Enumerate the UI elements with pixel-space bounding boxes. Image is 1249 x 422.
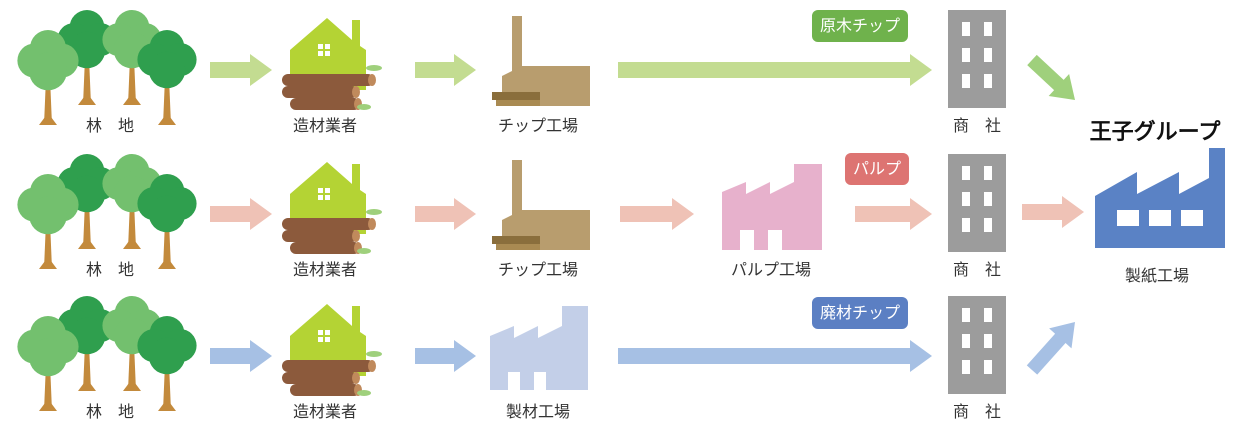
flow-arrow (855, 198, 932, 230)
log-icon (282, 209, 382, 254)
forest-icon (17, 154, 197, 269)
office-building-icon (948, 154, 1006, 252)
raw-chip-tag: 原木チップ (811, 10, 909, 42)
house-icon (282, 304, 382, 396)
forest-label: 林 地 (85, 260, 135, 279)
pulp-tag: パルプ (844, 153, 910, 185)
pulp-factory-label: パルプ工場 (730, 260, 812, 279)
flow-arrow (415, 54, 476, 86)
flow-arrow (210, 198, 272, 230)
waste-chip-tag: 廃材チップ (811, 297, 909, 329)
flow-arrow (620, 198, 694, 230)
flow-arrow (1027, 54, 1075, 100)
flow-arrow (415, 198, 476, 230)
chip-factory-icon (492, 160, 590, 250)
forest-icon (17, 296, 197, 411)
logger-label: 造材業者 (292, 260, 358, 279)
log-icon (282, 65, 382, 110)
brand-title: 王子グループ (1089, 120, 1221, 145)
logger-label: 造材業者 (292, 116, 358, 135)
paper-factory-icon (1095, 148, 1225, 248)
logger-label: 造材業者 (292, 402, 358, 421)
forest-label: 林 地 (85, 116, 135, 135)
trader-label: 商 社 (952, 116, 1002, 135)
sawmill-icon (490, 306, 588, 390)
forest-label: 林 地 (85, 402, 135, 421)
flow-arrow (1022, 196, 1084, 228)
flow-arrow (210, 54, 272, 86)
chip-factory-icon (492, 16, 590, 106)
flow-arrow (618, 340, 932, 372)
office-building-icon (948, 296, 1006, 394)
flow-arrow (618, 54, 932, 86)
trader-label: 商 社 (952, 260, 1002, 279)
paper-factory-label: 製紙工場 (1124, 266, 1190, 285)
office-building-icon (948, 10, 1006, 108)
pulp-factory-icon (722, 164, 822, 250)
chip-factory-label: チップ工場 (497, 260, 579, 279)
house-icon (282, 18, 382, 110)
chip-factory-label: チップ工場 (497, 116, 579, 135)
trader-label: 商 社 (952, 402, 1002, 421)
flow-arrow (415, 340, 476, 372)
house-icon (282, 162, 382, 254)
flow-arrow (210, 340, 272, 372)
flow-arrow (1026, 322, 1075, 375)
sawmill-label: 製材工場 (505, 402, 571, 421)
forest-icon (17, 10, 197, 125)
log-icon (282, 351, 382, 396)
